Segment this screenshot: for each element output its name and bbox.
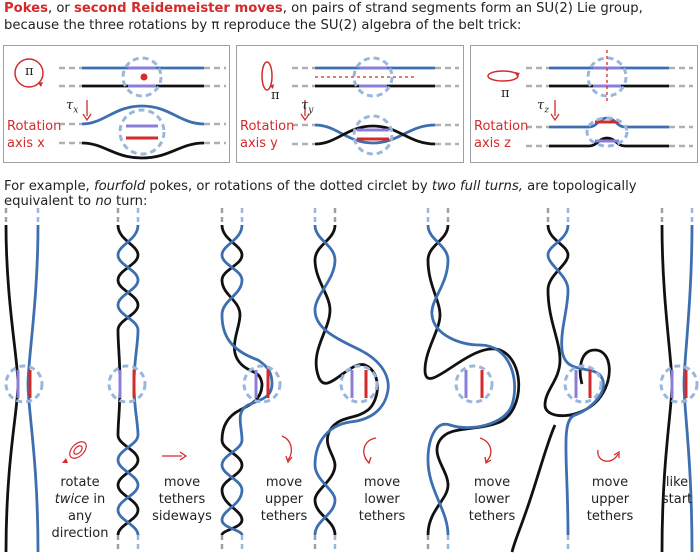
caption-lower-2: move lower tethers bbox=[462, 474, 522, 525]
curved-arrow-3 bbox=[281, 435, 293, 464]
tau-x-sub: x bbox=[73, 105, 79, 116]
rotation-z-icon bbox=[487, 70, 519, 82]
caption-like-start: like start bbox=[656, 474, 698, 508]
axis-x-line1: Rotation bbox=[7, 119, 62, 134]
axis-z-line1: Rotation bbox=[474, 119, 529, 134]
caption-upper-1: move upper tethers bbox=[254, 474, 314, 525]
cap3-b: upper bbox=[264, 492, 304, 507]
cap4-c: tethers bbox=[358, 509, 406, 524]
tau-y-symbol: τ bbox=[301, 98, 309, 113]
axis-x-line2: axis x bbox=[7, 136, 45, 151]
axis-y-label: Rotation axis y bbox=[240, 118, 294, 152]
cap6-c: tethers bbox=[586, 509, 634, 524]
panel-rotation-x: π τx Rotation axis x bbox=[3, 45, 230, 163]
panel-rotation-z: π τz Rotation axis z bbox=[470, 45, 698, 163]
caption-lower-1: move lower tethers bbox=[352, 474, 412, 525]
circlet-y-bottom bbox=[352, 114, 394, 156]
reidemeister-term: second Reidemeister moves bbox=[74, 1, 283, 16]
axis-z-line2: axis z bbox=[474, 136, 512, 151]
example-sentence: For example, fourfold pokes, or rotation… bbox=[4, 179, 700, 209]
stage-5 bbox=[423, 208, 520, 552]
cap5-a: move bbox=[473, 475, 511, 490]
tau-y: τy bbox=[301, 98, 313, 116]
caption-rotate: rotate twice in any direction bbox=[50, 474, 110, 542]
circlet-y-top bbox=[352, 56, 394, 98]
cap4-b: lower bbox=[364, 492, 400, 507]
intro-part-4: , on pairs of strand segments form an SU… bbox=[282, 1, 643, 16]
axis-y-line2: axis y bbox=[240, 136, 278, 151]
stage-3 bbox=[220, 208, 282, 552]
sideways-arrow bbox=[162, 451, 188, 461]
cap1-e: direction bbox=[51, 526, 109, 541]
stage-1 bbox=[4, 208, 44, 553]
cap1-b: twice bbox=[54, 492, 90, 507]
caption-upper-2: move upper tethers bbox=[580, 474, 640, 525]
curved-arrow-4 bbox=[363, 437, 377, 465]
intro-line-2: because the three rotations by π reprodu… bbox=[4, 18, 522, 33]
circlet-x-top bbox=[121, 56, 163, 98]
cap6-a: move bbox=[591, 475, 629, 490]
pi-z: π bbox=[501, 86, 510, 101]
tau-y-sub: y bbox=[308, 105, 314, 116]
panel-z-diagram bbox=[487, 50, 693, 148]
panel-rotation-y: π τy Rotation axis y bbox=[236, 45, 464, 163]
stage-7 bbox=[659, 208, 699, 553]
cap5-c: tethers bbox=[468, 509, 516, 524]
rotation-y-icon bbox=[261, 61, 273, 91]
rotation-x-icon bbox=[14, 58, 44, 88]
cap3-c: tethers bbox=[260, 509, 308, 524]
sequence-diagram bbox=[4, 208, 699, 553]
axis-z-label: Rotation axis z bbox=[474, 118, 528, 152]
cap2-c: sideways bbox=[152, 509, 212, 524]
axis-x-label: Rotation axis x bbox=[7, 118, 61, 152]
cap6-b: upper bbox=[590, 492, 630, 507]
cap1-d: any bbox=[68, 509, 92, 524]
ex-a: For example, bbox=[4, 179, 94, 194]
cap7-a: like bbox=[665, 475, 689, 490]
intro-text: Pokes, or second Reidemeister moves, on … bbox=[4, 0, 696, 34]
ex-no: no bbox=[95, 194, 112, 209]
stage-4 bbox=[313, 208, 390, 552]
circlet-z-bottom bbox=[585, 116, 629, 148]
caption-sideways: move tethers sideways bbox=[146, 474, 218, 525]
tau-z-symbol: τ bbox=[537, 98, 545, 113]
intro-part-2: , or bbox=[47, 1, 75, 16]
cap2-b: tethers bbox=[158, 492, 206, 507]
axis-y-line1: Rotation bbox=[240, 119, 295, 134]
tau-x: τx bbox=[66, 98, 78, 116]
pi-y: π bbox=[271, 88, 280, 103]
ex-e: are topologically equivalent to bbox=[4, 179, 637, 209]
cap3-a: move bbox=[265, 475, 303, 490]
cap1-a: rotate bbox=[60, 475, 100, 490]
cap4-a: move bbox=[363, 475, 401, 490]
ex-two-turns: two full turns, bbox=[431, 179, 523, 194]
curved-arrow-6 bbox=[597, 449, 620, 462]
curved-arrow-5 bbox=[479, 437, 492, 465]
panel-x-diagram bbox=[14, 56, 226, 160]
cap2-a: move bbox=[163, 475, 201, 490]
circlet-x-bottom bbox=[118, 108, 166, 156]
tau-x-symbol: τ bbox=[66, 98, 74, 113]
ex-fourfold: fourfold bbox=[93, 179, 146, 194]
panel-y-diagram bbox=[261, 56, 459, 156]
cap7-b: start bbox=[661, 492, 693, 507]
pokes-term: Pokes bbox=[4, 1, 48, 16]
tau-z-sub: z bbox=[544, 105, 549, 116]
stage-6 bbox=[510, 208, 611, 553]
cap5-b: lower bbox=[474, 492, 510, 507]
ex-g: turn: bbox=[111, 194, 148, 209]
circlet-z-top bbox=[586, 56, 628, 98]
ex-c: pokes, or rotations of the dotted circle… bbox=[145, 179, 432, 194]
stage-2 bbox=[107, 208, 147, 552]
rotate-symbol bbox=[62, 441, 87, 463]
pi-x: π bbox=[25, 64, 34, 79]
tau-z: τz bbox=[537, 98, 549, 116]
cap1-c: in bbox=[89, 492, 106, 507]
